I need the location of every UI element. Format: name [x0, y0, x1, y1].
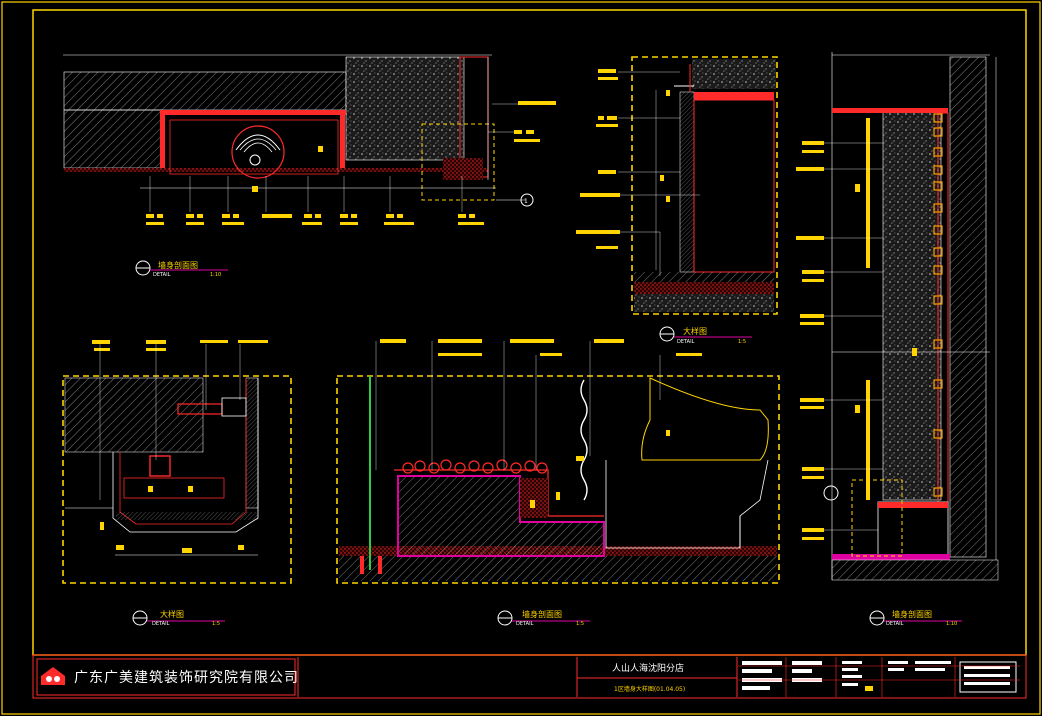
view-2-title: 大样图 [683, 327, 707, 336]
view-3-sub: DETAIL [152, 621, 170, 627]
company-logo-icon [41, 667, 65, 685]
view-3-title: 大样图 [160, 610, 184, 619]
view-5-sub: DETAIL [886, 621, 904, 627]
title-block-cells [742, 661, 1017, 693]
title-block-frame [32, 654, 1027, 699]
view-4-sub: DETAIL [516, 621, 534, 627]
view-3-scale: 1:5 [212, 621, 221, 627]
view-1-scale: 1:10 [210, 272, 222, 278]
view-5-title: 墙身剖面图 [892, 610, 932, 619]
view-2-sub: DETAIL [677, 339, 695, 345]
view-1-sub: DETAIL [153, 272, 171, 278]
company-name: 广东广美建筑装饰研究院有限公司 [74, 670, 299, 686]
view-1-title: 墙身剖面图 [158, 261, 198, 270]
view-2-detail [576, 56, 778, 342]
view-1-section: 1 [63, 54, 556, 276]
view-5-scale: 1:10 [946, 621, 958, 627]
view-4-section [336, 339, 780, 626]
view-4-scale: 1:5 [576, 621, 585, 627]
view-3-detail [62, 340, 292, 626]
view-5-section [796, 52, 999, 626]
drawing-title: 1区墙身大样图(01.04.05) [614, 686, 686, 693]
project-name: 人山人海沈阳分店 [612, 664, 685, 674]
view-2-scale: 1:5 [738, 339, 747, 345]
svg-text:1: 1 [524, 198, 528, 205]
view-4-title: 墙身剖面图 [522, 610, 562, 619]
